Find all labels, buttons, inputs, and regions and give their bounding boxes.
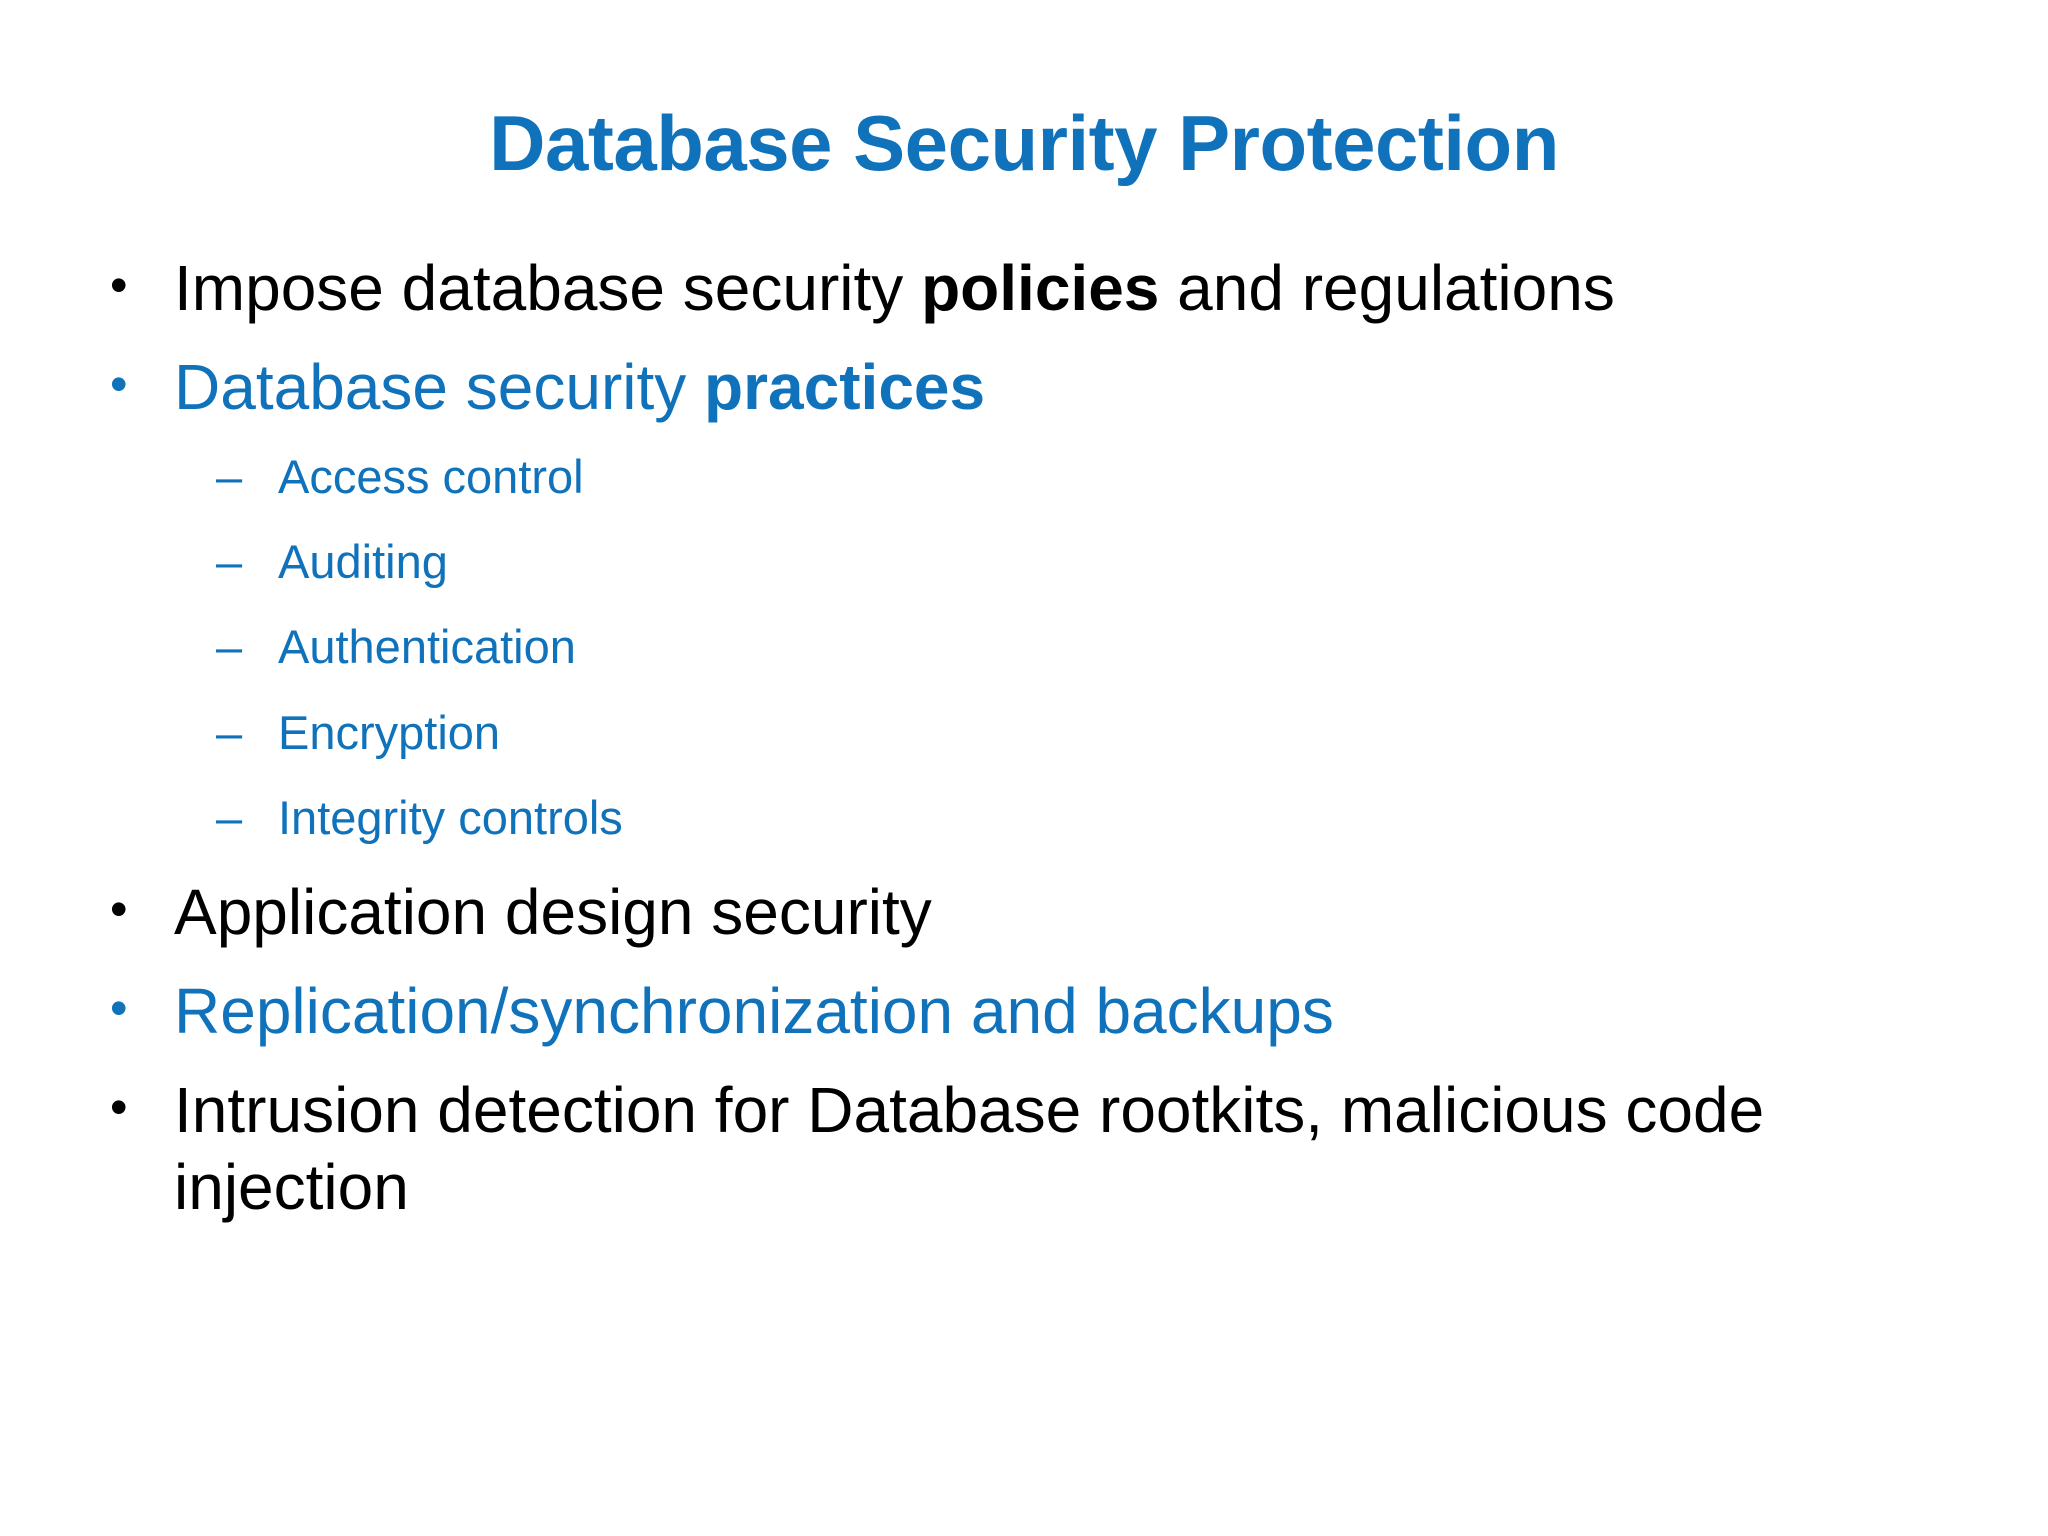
sub-bullet-label: Authentication bbox=[278, 620, 576, 674]
bullet-marker-icon: • bbox=[110, 257, 128, 313]
sub-bullet-label: Integrity controls bbox=[278, 790, 623, 844]
bullet-text-part: Database security bbox=[174, 350, 705, 423]
sub-bullet-label: Encryption bbox=[278, 705, 501, 759]
bullet-text: Application design security bbox=[174, 876, 932, 949]
sub-bullet-item-integrity-controls: – Integrity controls bbox=[96, 789, 2026, 846]
sub-bullet-item-encryption: – Encryption bbox=[96, 704, 2026, 761]
bullet-marker-icon: • bbox=[110, 355, 128, 412]
bullet-text: Replication/synchronization and backups bbox=[174, 975, 1334, 1048]
bullet-text: Impose database security policies and re… bbox=[174, 250, 2026, 327]
sub-bullet-item-auditing: – Auditing bbox=[96, 533, 2026, 590]
bullet-item-database-security-practices: • Database security practices bbox=[96, 349, 2026, 426]
bullet-text-part-bold: practices bbox=[704, 350, 986, 423]
dash-marker-icon: – bbox=[216, 620, 243, 674]
sub-bullet-list: – Access control – Auditing – Authentica… bbox=[96, 448, 2026, 847]
dash-marker-icon: – bbox=[216, 534, 243, 588]
bullet-text-part: Impose database security bbox=[174, 252, 922, 324]
dash-marker-icon: – bbox=[216, 790, 243, 844]
bullet-text-part: and regulations bbox=[1159, 252, 1615, 324]
page-title: Database Security Protection bbox=[489, 99, 1559, 187]
bullet-text-part-bold: policies bbox=[921, 252, 1160, 324]
bullet-marker-icon: • bbox=[110, 980, 128, 1037]
slide-body-list: • Impose database security policies and … bbox=[96, 250, 2026, 1247]
bullet-text: Database security practices bbox=[174, 349, 2026, 426]
dash-marker-icon: – bbox=[216, 705, 243, 759]
bullet-item-impose-policies: • Impose database security policies and … bbox=[96, 250, 2026, 327]
bullet-item-application-design-security: • Application design security bbox=[96, 874, 2026, 951]
sub-bullet-item-access-control: – Access control bbox=[96, 448, 2026, 505]
sub-bullet-item-authentication: – Authentication bbox=[96, 618, 2026, 675]
bullet-marker-icon: • bbox=[110, 881, 128, 938]
bullet-marker-icon: • bbox=[110, 1078, 128, 1135]
dash-marker-icon: – bbox=[216, 449, 243, 503]
sub-bullet-label: Access control bbox=[278, 449, 584, 503]
bullet-item-intrusion-detection: • Intrusion detection for Database rootk… bbox=[96, 1072, 2026, 1226]
bullet-item-replication-backups: • Replication/synchronization and backup… bbox=[96, 973, 2026, 1050]
sub-bullet-label: Auditing bbox=[278, 534, 448, 588]
bullet-text: Intrusion detection for Database rootkit… bbox=[174, 1073, 1765, 1223]
